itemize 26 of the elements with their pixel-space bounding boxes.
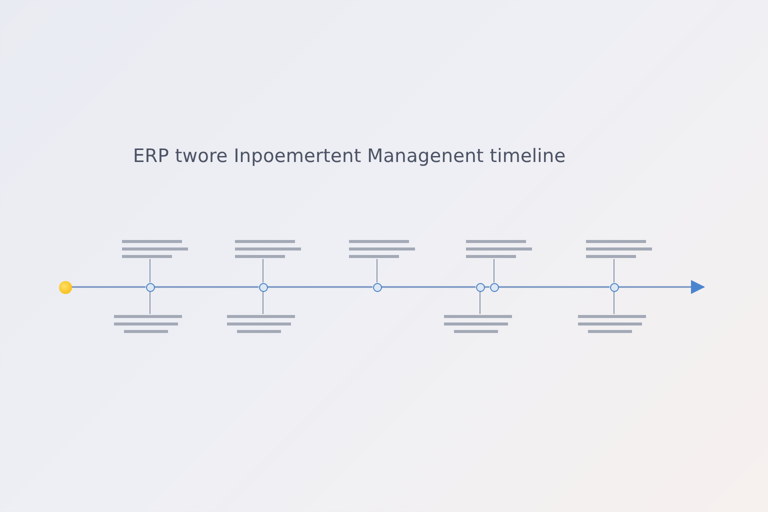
illegible-text-drawing <box>349 239 415 259</box>
milestone-circle <box>258 282 268 292</box>
milestone-circle <box>476 282 484 292</box>
milestone-circle <box>372 282 382 292</box>
milestone-circle <box>490 282 498 292</box>
milestone-circle <box>146 282 154 292</box>
tick-line <box>376 258 378 283</box>
milestone-circle <box>610 282 618 292</box>
start-dot <box>58 280 72 294</box>
illegible-text-drawing <box>122 239 188 259</box>
illegible-text-drawing <box>444 314 512 334</box>
timeline-line <box>72 286 146 288</box>
timeline-line <box>498 286 610 288</box>
illegible-text-drawing <box>578 314 646 334</box>
tick-line <box>262 258 264 283</box>
illegible-text-drawing <box>227 314 295 334</box>
timeline-line <box>382 286 476 288</box>
timeline-line <box>268 286 372 288</box>
tick-line <box>262 291 264 314</box>
illegible-text-drawing <box>235 239 301 259</box>
timeline-title: ERP twore Inpoemertent Managenent timeline <box>133 146 566 167</box>
timeline-line <box>154 286 258 288</box>
illegible-text-drawing <box>586 239 652 259</box>
timeline-arrow <box>618 280 705 294</box>
illegible-text-drawing <box>466 239 532 259</box>
illegible-text-drawing <box>114 314 182 334</box>
